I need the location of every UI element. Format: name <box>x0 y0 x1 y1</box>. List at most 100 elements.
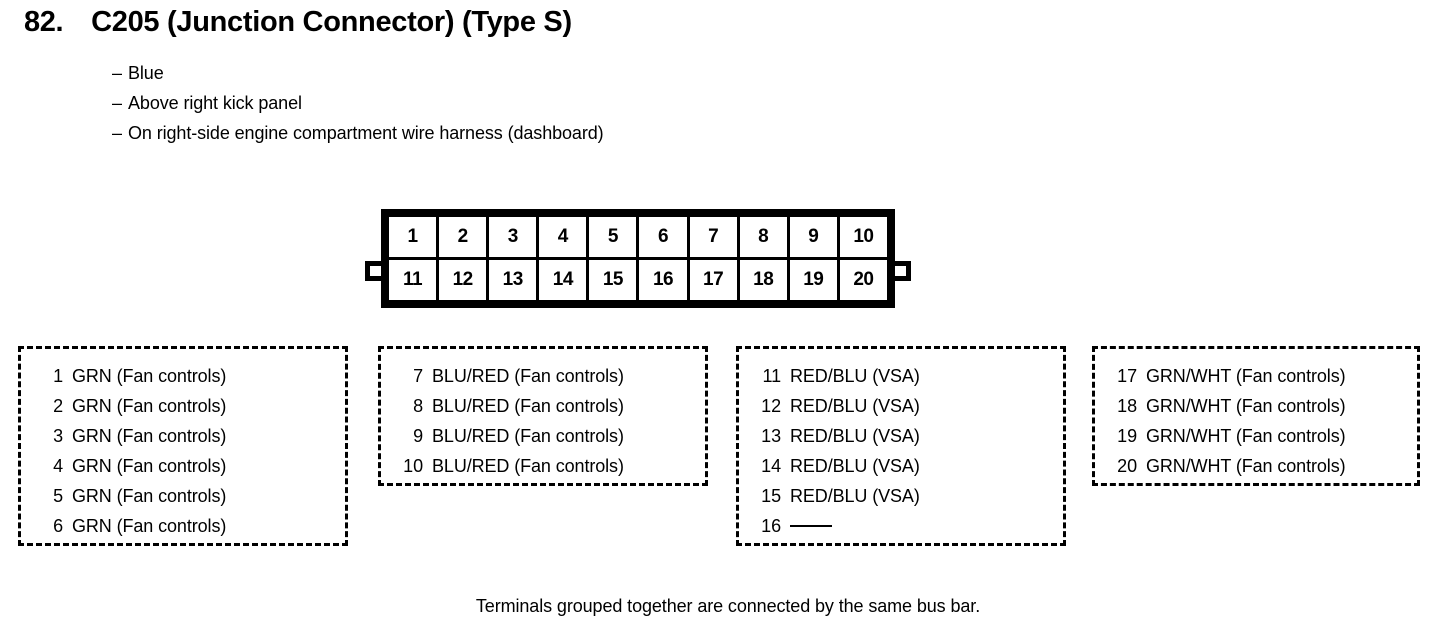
terminal-wire-description: GRN (Fan controls) <box>72 366 227 386</box>
terminal-line: 16 <box>755 511 1049 541</box>
terminal-line: 2 GRN (Fan controls) <box>37 391 331 421</box>
attribute-line: –Above right kick panel <box>112 88 604 118</box>
terminal-pin-number: 13 <box>761 426 781 446</box>
attribute-label: Blue <box>128 63 164 83</box>
terminal-pin-number: 2 <box>53 396 63 416</box>
title-row: 82. C205 (Junction Connector) (Type S) <box>24 6 572 39</box>
footer-note: Terminals grouped together are connected… <box>475 596 981 616</box>
terminal-wire-description: RED/BLU (VSA) <box>790 486 920 506</box>
terminal-pin-number: 16 <box>761 516 781 536</box>
connector-pin-cell: 3 <box>489 214 540 260</box>
terminal-line: 5 GRN (Fan controls) <box>37 481 331 511</box>
connector-pin-cell: 16 <box>639 260 690 303</box>
connector-pin-cell: 2 <box>439 214 490 260</box>
attribute-line: –On right-side engine compartment wire h… <box>112 118 604 148</box>
connector-pin-cell: 14 <box>539 260 590 303</box>
connector-pin-cell: 13 <box>489 260 540 303</box>
bullet-dash-icon: – <box>112 123 122 143</box>
attribute-label: On right-side engine compartment wire ha… <box>128 123 604 143</box>
page-title: C205 (Junction Connector) (Type S) <box>91 6 572 38</box>
terminal-wire-description: GRN (Fan controls) <box>72 516 227 536</box>
terminal-line: 4 GRN (Fan controls) <box>37 451 331 481</box>
connector-pin-cell: 8 <box>739 214 790 260</box>
terminal-pin-number: 11 <box>762 366 782 386</box>
terminal-wire-description: GRN/WHT (Fan controls) <box>1146 456 1346 476</box>
connector-pin-cell: 11 <box>386 260 440 303</box>
bullet-dash-icon: – <box>112 63 122 83</box>
terminal-pin-number: 4 <box>53 456 63 476</box>
terminal-pin-number: 15 <box>761 486 781 506</box>
connector-latch-tab-left <box>365 261 381 281</box>
terminal-line: 19 GRN/WHT (Fan controls) <box>1111 421 1403 451</box>
terminal-wire-description: BLU/RED (Fan controls) <box>432 396 624 416</box>
terminal-pin-number: 19 <box>1117 426 1137 446</box>
connector-latch-tab-right <box>895 261 911 281</box>
terminal-pin-number: 6 <box>53 516 63 536</box>
terminal-wire-description: BLU/RED (Fan controls) <box>432 426 624 446</box>
terminal-line: 10 BLU/RED (Fan controls) <box>397 451 691 481</box>
terminal-line: 11 RED/BLU (VSA) <box>755 361 1049 391</box>
connector-pin-cell: 1 <box>386 214 440 260</box>
terminal-line: 3 GRN (Fan controls) <box>37 421 331 451</box>
terminal-wire-description: RED/BLU (VSA) <box>790 396 920 416</box>
connector-pin-cell: 12 <box>439 260 490 303</box>
terminal-pin-number: 7 <box>413 366 423 386</box>
connector-pin-cell: 6 <box>639 214 690 260</box>
terminal-pin-number: 14 <box>761 456 781 476</box>
bullet-dash-icon: – <box>112 93 122 113</box>
connector-pin-cell: 9 <box>789 214 840 260</box>
terminal-wire-description: GRN/WHT (Fan controls) <box>1146 426 1346 446</box>
terminal-line: 13 RED/BLU (VSA) <box>755 421 1049 451</box>
terminal-pin-number: 18 <box>1117 396 1137 416</box>
connector-pin-cell: 5 <box>589 214 640 260</box>
terminal-wire-description: GRN (Fan controls) <box>72 456 227 476</box>
terminal-unused-dash-icon <box>790 525 832 527</box>
terminal-wire-description: RED/BLU (VSA) <box>790 426 920 446</box>
terminal-pin-number: 20 <box>1117 456 1137 476</box>
terminal-line: 14 RED/BLU (VSA) <box>755 451 1049 481</box>
connector-pin-cell: 10 <box>839 214 890 260</box>
terminal-wire-description: GRN (Fan controls) <box>72 396 227 416</box>
terminal-wire-description: GRN (Fan controls) <box>72 426 227 446</box>
terminal-pin-number: 10 <box>403 456 423 476</box>
terminal-wire-description: GRN/WHT (Fan controls) <box>1146 396 1346 416</box>
terminal-pin-number: 3 <box>53 426 63 446</box>
terminal-wire-description: GRN (Fan controls) <box>72 486 227 506</box>
terminal-pin-number: 5 <box>53 486 63 506</box>
terminal-wire-description: RED/BLU (VSA) <box>790 456 920 476</box>
terminal-pin-number: 12 <box>761 396 781 416</box>
terminal-wire-description: GRN/WHT (Fan controls) <box>1146 366 1346 386</box>
connector-pin-cell: 19 <box>789 260 840 303</box>
terminal-wire-description: BLU/RED (Fan controls) <box>432 366 624 386</box>
terminal-pin-number: 1 <box>53 366 63 386</box>
terminal-line: 1 GRN (Fan controls) <box>37 361 331 391</box>
terminal-line: 6 GRN (Fan controls) <box>37 511 331 541</box>
connector-attribute-list: –Blue–Above right kick panel–On right-si… <box>112 58 604 148</box>
connector-pin-cell: 20 <box>839 260 890 303</box>
terminal-line: 18 GRN/WHT (Fan controls) <box>1111 391 1403 421</box>
terminal-pin-number: 9 <box>413 426 423 446</box>
terminal-wire-description: BLU/RED (Fan controls) <box>432 456 624 476</box>
terminal-line: 20 GRN/WHT (Fan controls) <box>1111 451 1403 481</box>
terminal-line: 15 RED/BLU (VSA) <box>755 481 1049 511</box>
attribute-line: –Blue <box>112 58 604 88</box>
terminal-line: 9 BLU/RED (Fan controls) <box>397 421 691 451</box>
connector-pin-cell: 7 <box>689 214 740 260</box>
attribute-label: Above right kick panel <box>128 93 302 113</box>
terminal-line: 7 BLU/RED (Fan controls) <box>397 361 691 391</box>
terminal-wire-description: RED/BLU (VSA) <box>790 366 920 386</box>
connector-pin-cell: 17 <box>689 260 740 303</box>
connector-pin-cell: 4 <box>539 214 590 260</box>
item-number: 82. <box>24 6 64 38</box>
terminal-line: 12 RED/BLU (VSA) <box>755 391 1049 421</box>
